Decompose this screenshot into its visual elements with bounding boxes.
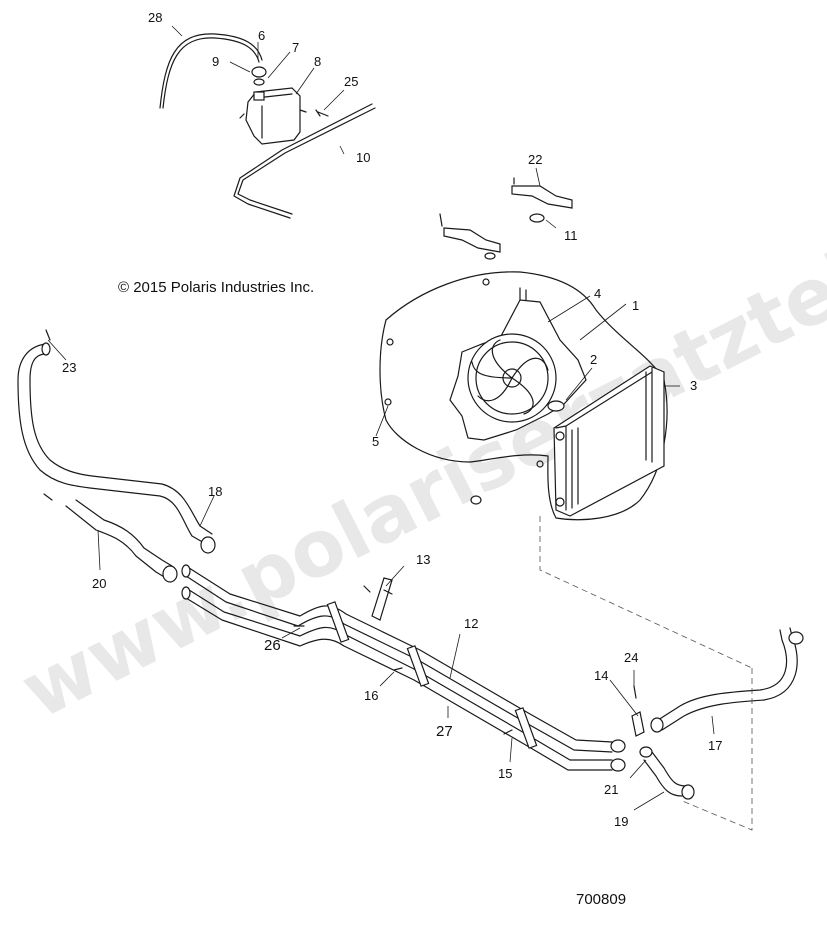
callout-16: 16 xyxy=(364,688,378,703)
tube-clamp-1 xyxy=(326,601,350,643)
mounting-brackets xyxy=(439,177,573,260)
callout-17: 17 xyxy=(708,738,722,753)
tank-gasket xyxy=(253,78,265,86)
fastener-5 xyxy=(384,398,392,406)
callout-6: 6 xyxy=(258,28,265,43)
screw-16 xyxy=(393,667,403,671)
vent-hose xyxy=(159,33,263,109)
callout-18: 18 xyxy=(208,484,222,499)
callout-3: 3 xyxy=(690,378,697,393)
callout-20: 20 xyxy=(92,576,106,591)
coolant-tube-group xyxy=(181,564,626,772)
right-hose-group xyxy=(631,627,804,800)
bolt-2 xyxy=(547,400,565,412)
callout-9: 9 xyxy=(212,54,219,69)
callout-labels: 28 6 7 9 8 25 10 22 11 4 1 2 3 5 23 18 2… xyxy=(62,10,722,829)
callout-12: 12 xyxy=(464,616,478,631)
bracket-lower xyxy=(443,227,501,253)
callout-8: 8 xyxy=(314,54,321,69)
reference-line-b xyxy=(679,668,753,831)
callout-13: 13 xyxy=(416,552,430,567)
callout-2: 2 xyxy=(590,352,597,367)
overflow-tank-assembly xyxy=(159,33,376,219)
clamp-20 xyxy=(162,565,178,583)
callout-14: 14 xyxy=(594,668,608,683)
clamp-18 xyxy=(200,536,216,554)
reference-line-a xyxy=(539,516,753,669)
callout-25: 25 xyxy=(344,74,358,89)
screw-25 xyxy=(315,109,329,117)
radiator xyxy=(553,365,665,517)
fan-radiator-assembly xyxy=(379,271,668,521)
tank-cap xyxy=(251,66,267,78)
clamp-19 xyxy=(681,784,695,800)
tube-clamp-3 xyxy=(514,707,538,749)
callout-11: 11 xyxy=(564,228,578,243)
hose-19 xyxy=(643,759,683,797)
callout-15: 15 xyxy=(498,766,512,781)
screw-15 xyxy=(503,729,513,735)
watermark-text: www.polariserzatzteile.de xyxy=(8,135,827,736)
bracket-14 xyxy=(631,711,645,737)
callout-22: 22 xyxy=(528,152,542,167)
clamp-21 xyxy=(639,746,653,758)
callout-10: 10 xyxy=(356,150,370,165)
hose-18 xyxy=(17,343,207,545)
callout-28: 28 xyxy=(148,10,162,25)
tube-27 xyxy=(185,587,613,761)
clamp-17 xyxy=(650,717,664,733)
callout-27: 27 xyxy=(436,723,453,740)
callout-5: 5 xyxy=(372,434,379,449)
tank-strap xyxy=(233,103,373,219)
callout-7: 7 xyxy=(292,40,299,55)
leader-lines xyxy=(47,25,715,811)
callout-1: 1 xyxy=(632,298,639,313)
callout-19: 19 xyxy=(614,814,628,829)
callout-21: 21 xyxy=(604,782,618,797)
left-hose-group xyxy=(17,329,216,583)
copyright-notice: © 2015 Polaris Industries Inc. xyxy=(118,279,314,296)
overflow-tank xyxy=(245,87,301,145)
hose-20 xyxy=(65,505,167,579)
screw-24 xyxy=(633,685,637,699)
callout-24: 24 xyxy=(624,650,638,665)
hose-17 xyxy=(657,629,788,721)
tube-clamp-2 xyxy=(406,645,430,687)
callout-23: 23 xyxy=(62,360,76,375)
nut-11 xyxy=(529,213,545,223)
drawing-number: 700809 xyxy=(576,891,626,908)
bracket-upper xyxy=(511,185,573,209)
bracket-13 xyxy=(371,577,393,621)
assembly-outline xyxy=(379,271,668,521)
callout-26: 26 xyxy=(264,637,281,654)
callout-4: 4 xyxy=(594,286,601,301)
